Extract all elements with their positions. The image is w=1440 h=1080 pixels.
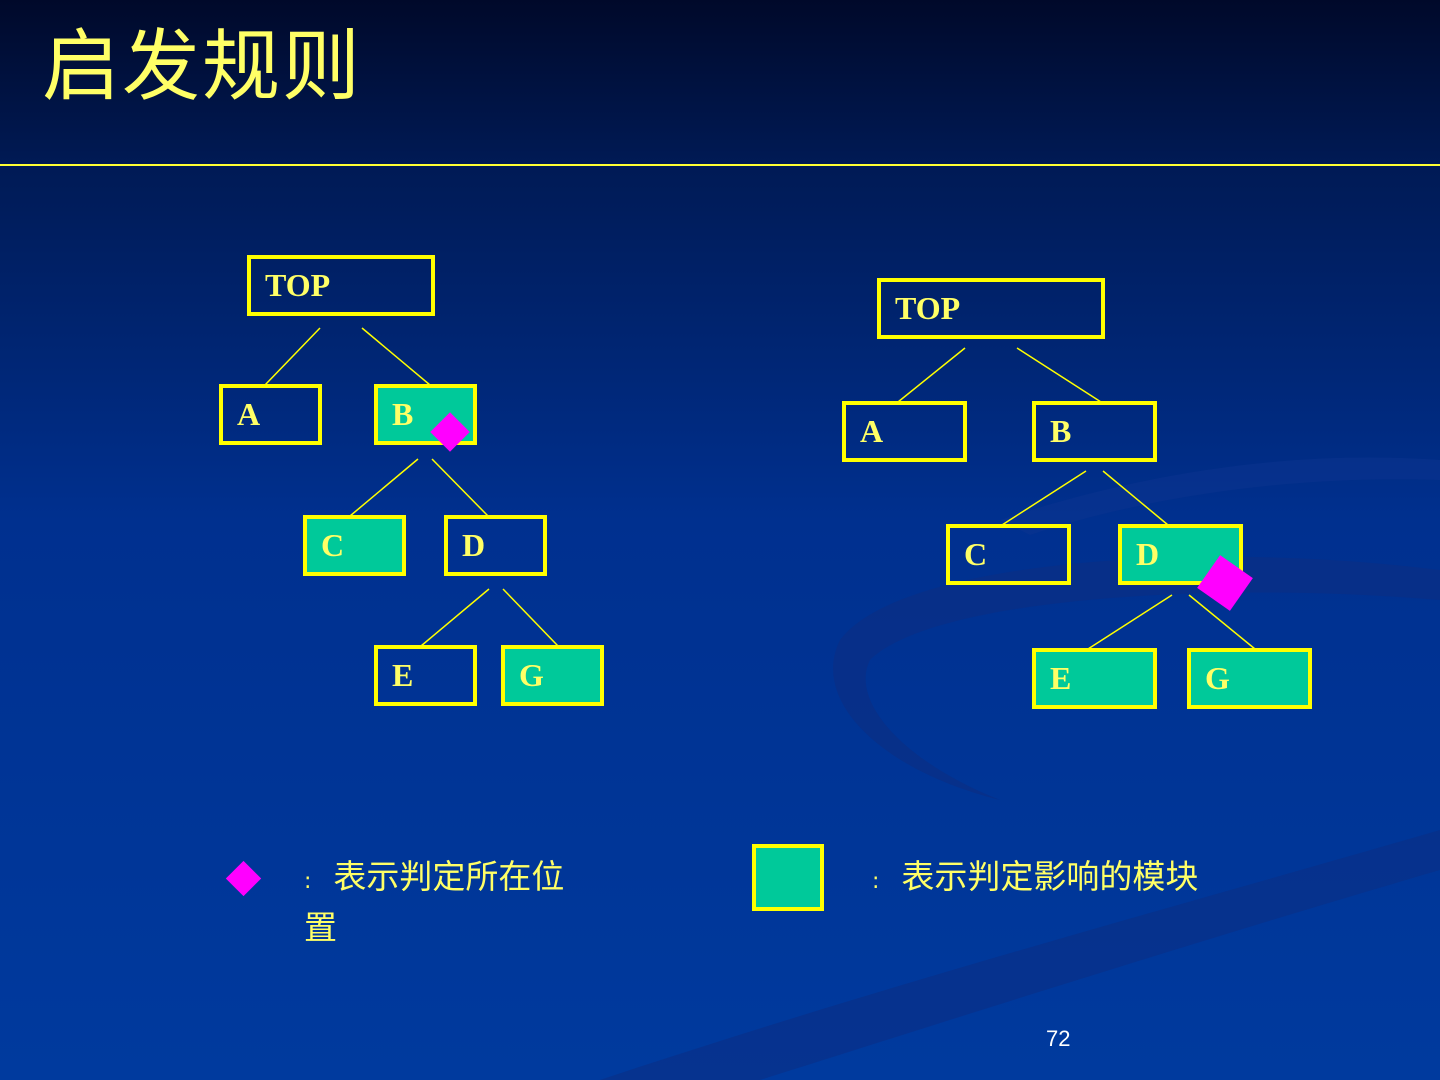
left-edge-d-g — [502, 588, 559, 647]
legend-colon-2: : — [872, 869, 880, 894]
right-node-d: D — [1118, 524, 1243, 585]
left-node-b: B — [374, 384, 477, 445]
left-node-a: A — [219, 384, 322, 445]
right-node-g: G — [1187, 648, 1312, 709]
left-node-d: D — [444, 515, 547, 576]
slide-title: 启发规则 — [42, 22, 363, 112]
legend-decision-line2: 置 — [304, 908, 337, 947]
left-edge-d-e — [420, 588, 490, 647]
left-edge-b-c — [349, 458, 419, 517]
left-node-e: E — [374, 645, 477, 706]
left-node-c: C — [303, 515, 406, 576]
left-node-top: TOP — [247, 255, 435, 316]
right-node-c: C — [946, 524, 1071, 585]
right-node-b: B — [1032, 401, 1157, 462]
left-edge-top-a — [264, 327, 321, 386]
left-node-g: G — [501, 645, 604, 706]
left-edge-b-d — [431, 458, 489, 517]
legend-decision-text: : 表示判定所在位 置 — [304, 854, 564, 951]
right-edge-b-c — [1001, 470, 1087, 526]
title-divider — [0, 164, 1440, 166]
right-node-a: A — [842, 401, 967, 462]
left-edge-top-b — [361, 327, 431, 386]
legend-affected-swatch — [752, 844, 824, 911]
legend-decision-line1: 表示判定所在位 — [333, 857, 565, 896]
legend-colon: : — [304, 869, 312, 894]
right-edge-top-b — [1016, 347, 1102, 403]
right-edge-d-g — [1188, 594, 1256, 650]
legend-affected-label: 表示判定影响的模块 — [901, 857, 1199, 896]
legend-affected-text: : 表示判定影响的模块 — [872, 854, 1198, 905]
right-node-e: E — [1032, 648, 1157, 709]
right-edge-top-a — [897, 347, 966, 403]
page-number: 72 — [1046, 1026, 1071, 1051]
right-edge-b-d — [1102, 470, 1169, 526]
right-edge-d-e — [1087, 594, 1173, 650]
right-node-top: TOP — [877, 278, 1105, 339]
